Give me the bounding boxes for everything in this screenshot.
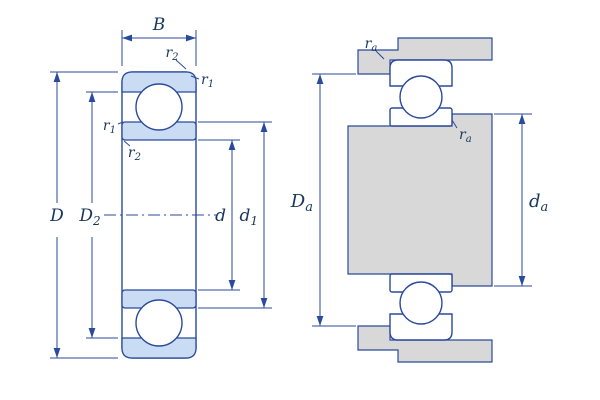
label-D2: D2 xyxy=(78,206,100,228)
leader-ra-shaft xyxy=(451,119,458,129)
leader-r1-side xyxy=(117,121,124,125)
outer-ring-bottom xyxy=(121,337,197,359)
ball-bottom xyxy=(135,299,183,347)
leader-r2-top xyxy=(175,59,187,70)
label-r2-top: r2 xyxy=(165,45,178,63)
leader-r2-side xyxy=(123,140,131,147)
label-ra-shaft: ra xyxy=(459,127,472,145)
label-d: d xyxy=(215,206,226,226)
leader-r1-top xyxy=(190,75,200,80)
label-da: da xyxy=(529,191,548,215)
ball-top xyxy=(135,83,183,131)
label-D: D xyxy=(49,206,64,226)
housing-section-top xyxy=(357,37,493,75)
label-B: B xyxy=(152,15,166,35)
mounted-outer-ring-top xyxy=(389,59,453,87)
label-r2-side: r2 xyxy=(128,145,141,163)
housing-section-bottom xyxy=(357,325,493,363)
label-r1-top: r1 xyxy=(201,72,214,90)
left-view: B r2 r1 r1 r2 D D2 d d1 xyxy=(49,15,272,359)
label-d1: d1 xyxy=(239,206,258,228)
outer-ring-top xyxy=(121,71,197,93)
mounted-outer-ring-bottom xyxy=(389,313,453,341)
label-ra-housing: ra xyxy=(365,36,378,54)
label-r1-side: r1 xyxy=(103,118,116,136)
label-Da: Da xyxy=(290,191,313,215)
mounted-ball-top xyxy=(399,75,443,119)
right-view: ra ra Da da xyxy=(290,36,548,363)
mounted-ball-bottom xyxy=(399,281,443,325)
leader-ra-housing xyxy=(375,50,385,60)
